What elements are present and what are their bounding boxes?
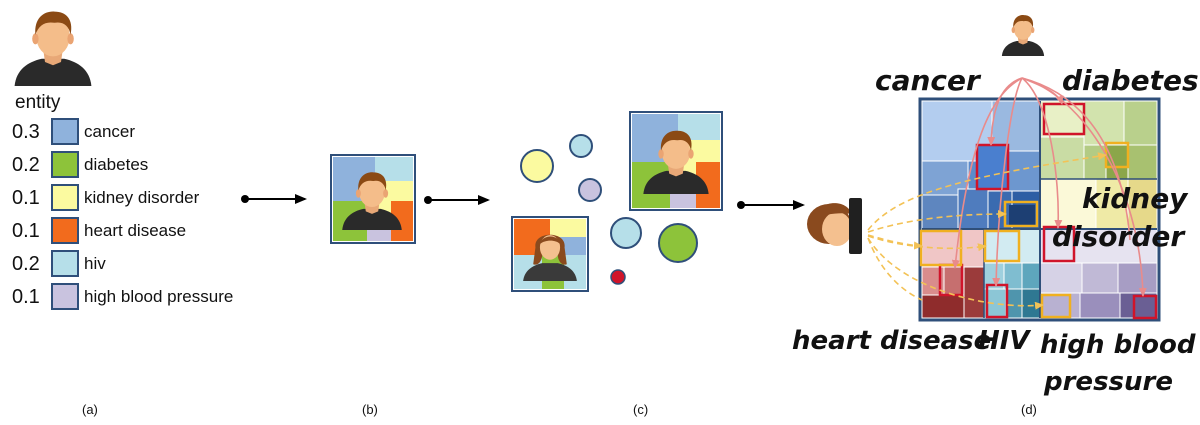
highlight-red	[1042, 102, 1086, 136]
legend-row: 0.2 diabetes	[12, 151, 148, 178]
legend-swatch	[51, 283, 79, 310]
arrow-b-to-c	[424, 195, 490, 205]
label-hiv: HIV	[978, 326, 1031, 356]
legend-row: 0.2 hiv	[12, 250, 106, 277]
top-user-icon	[1001, 15, 1045, 56]
panel-c-entity-cloud	[511, 111, 723, 292]
legend-row: 0.1 kidney disorder	[12, 184, 200, 211]
entity-bubble	[658, 223, 698, 263]
entity-person-icon	[14, 11, 92, 86]
legend-weight: 0.1	[12, 187, 40, 209]
label-heart-disease: heart disease	[792, 326, 991, 356]
legend-swatch	[51, 250, 79, 277]
entity-bubble	[578, 178, 602, 202]
legend-label: cancer	[84, 122, 135, 141]
panel-a: entity 0.3 cancer 0.2 diabetes 0.1 kidney dis…	[12, 11, 233, 310]
entity-bubble	[520, 149, 554, 183]
side-user-icon	[807, 198, 862, 254]
label-kidney: kidney	[1082, 182, 1189, 215]
legend-label: heart disease	[84, 221, 186, 240]
highlight-red	[975, 143, 1010, 191]
arrow-c-to-d	[737, 200, 805, 210]
treemap-heart-disease	[921, 228, 985, 319]
legend-weight: 0.3	[12, 121, 40, 143]
legend-swatch	[51, 184, 79, 211]
entity-bubble	[610, 217, 642, 249]
label-disorder: disorder	[1052, 220, 1186, 253]
legend-weight: 0.1	[12, 220, 40, 242]
legend-row: 0.3 cancer	[12, 118, 135, 145]
panel-b-entity-card	[330, 154, 416, 244]
label-pressure: pressure	[1043, 367, 1173, 397]
legend-weight: 0.2	[12, 154, 40, 176]
legend-swatch	[51, 217, 79, 244]
entity-bubble	[569, 134, 593, 158]
legend-weight: 0.1	[12, 286, 40, 308]
yellow-query-flows	[867, 152, 1107, 310]
treemap-diabetes	[1039, 100, 1158, 180]
treemap-kidney-disorder	[1039, 178, 1158, 230]
panel-d-treemap-view: cancer diabetes kidney disorder heart di…	[792, 15, 1199, 397]
entity-label: entity	[15, 92, 61, 113]
entity-card-male	[629, 111, 723, 211]
legend-label: diabetes	[84, 155, 148, 174]
caption-c: (c)	[633, 402, 648, 417]
legend-weight: 0.2	[12, 253, 40, 275]
legend-row: 0.1 heart disease	[12, 217, 186, 244]
caption-a: (a)	[82, 402, 98, 417]
legend-swatch	[51, 118, 79, 145]
legend-label: high blood pressure	[84, 287, 233, 306]
legend-swatch	[51, 151, 79, 178]
label-diabetes: diabetes	[1062, 64, 1199, 97]
entity-bubble	[610, 269, 626, 285]
entity-card-female	[511, 216, 589, 292]
caption-b: (b)	[362, 402, 378, 417]
red-query-flows	[951, 77, 1147, 297]
arrow-a-to-b	[241, 194, 307, 204]
legend-row: 0.1 high blood pressure	[12, 283, 233, 310]
label-high-blood: high blood	[1040, 330, 1196, 360]
label-cancer: cancer	[875, 64, 982, 97]
caption-d: (d)	[1021, 402, 1037, 417]
legend-label: hiv	[84, 254, 106, 273]
legend-label: kidney disorder	[84, 188, 200, 207]
